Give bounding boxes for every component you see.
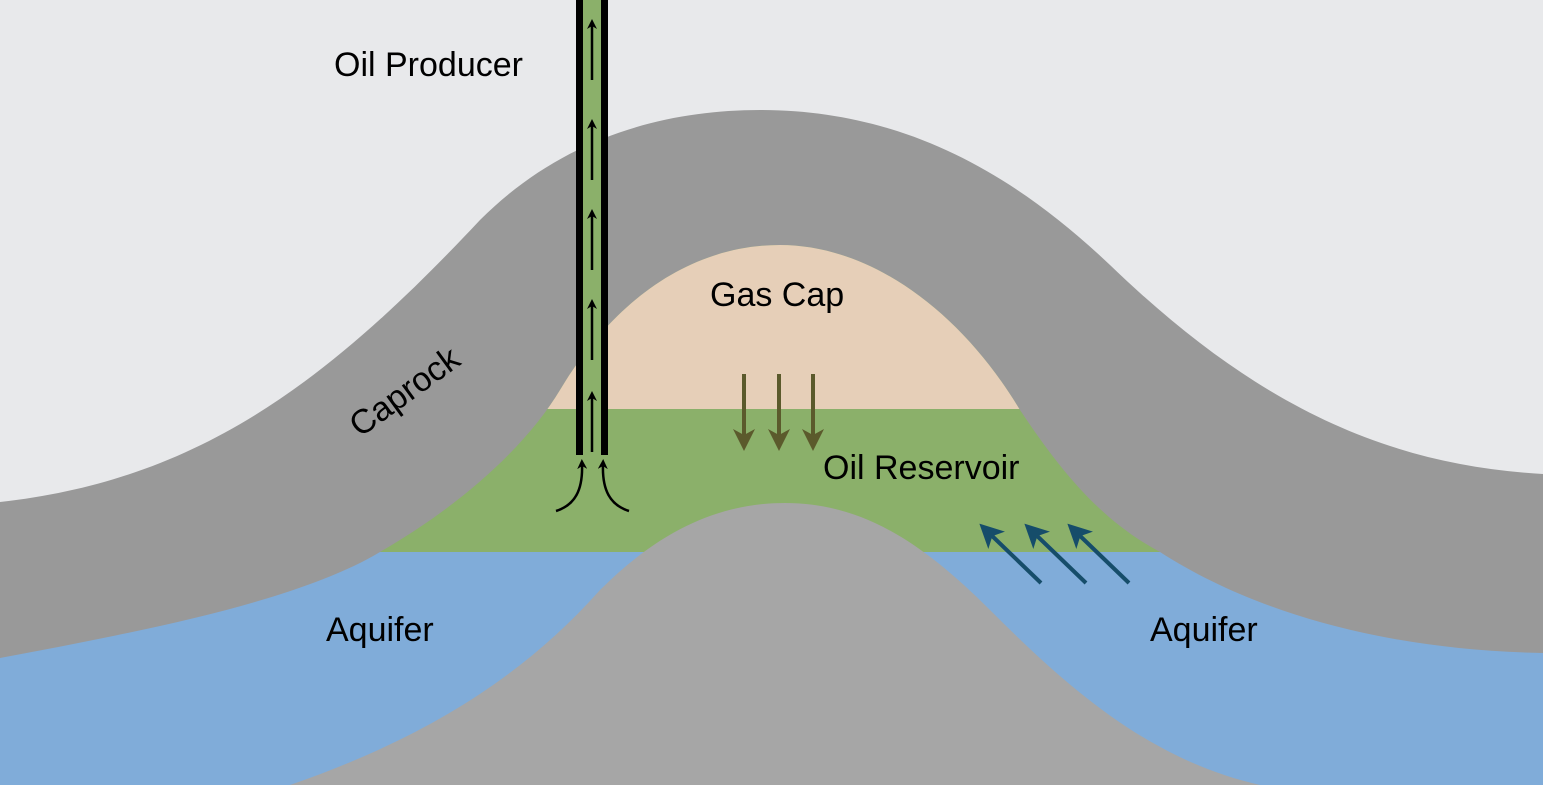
oil-producer-label: Oil Producer — [334, 46, 523, 84]
inflow-curved-arrow-icon — [555, 459, 588, 513]
gas-expansion-arrows — [733, 374, 824, 451]
basement-rock — [290, 503, 1260, 785]
water-influx-arrows — [979, 523, 1131, 585]
water-influx-arrow-icon — [979, 523, 1043, 585]
well-casing-left — [576, 0, 583, 455]
inflow-arrows — [555, 459, 630, 513]
oil-reservoir-label: Oil Reservoir — [823, 449, 1019, 487]
aquifer-right-label: Aquifer — [1150, 611, 1258, 649]
oil-producer-well — [555, 0, 630, 513]
water-influx-arrow-icon — [1067, 523, 1131, 585]
water-influx-arrow-icon — [1024, 523, 1088, 585]
well-casing-right — [601, 0, 608, 455]
gas-cap-label: Gas Cap — [710, 276, 844, 314]
inflow-curved-arrow-icon — [597, 459, 630, 513]
aquifer-left-label: Aquifer — [326, 611, 434, 649]
